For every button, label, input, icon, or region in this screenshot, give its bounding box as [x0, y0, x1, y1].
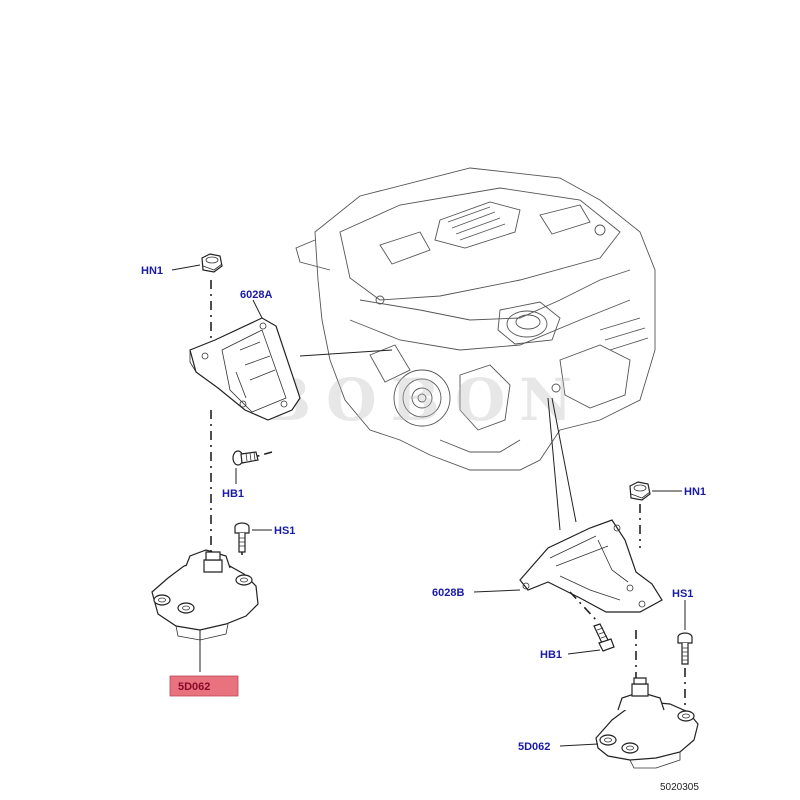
watermark-text: BOBON [262, 366, 586, 434]
callout-hb1-right: HB1 [540, 649, 562, 661]
callout-6028a: 6028A [240, 289, 272, 301]
callout-hn1-right: HN1 [684, 486, 706, 498]
callout-6028b: 6028B [432, 587, 464, 599]
nut-icon [629, 481, 651, 501]
nut-icon [201, 253, 223, 273]
bolt-icon [593, 623, 615, 652]
bolt-icon [232, 450, 259, 466]
bolt-icon [677, 632, 693, 665]
centerline-right-bolt [569, 591, 599, 623]
engine-mount-icon [595, 677, 699, 769]
callout-5d062-left: 5D062 [178, 681, 210, 693]
callout-hn1-left: HN1 [141, 265, 163, 277]
callout-hs1-left: HS1 [274, 525, 295, 537]
callout-hb1-left: HB1 [222, 488, 244, 500]
bracket-icon [519, 519, 663, 613]
reference-number: 5020305 [660, 782, 699, 793]
callout-5d062-right: 5D062 [518, 741, 550, 753]
engine-illustration [295, 167, 656, 471]
highlight-box [169, 675, 239, 697]
bolt-icon [234, 522, 250, 553]
callout-hs1-right: HS1 [672, 588, 693, 600]
engine-mount-icon [151, 549, 259, 641]
bracket-icon [189, 317, 301, 421]
